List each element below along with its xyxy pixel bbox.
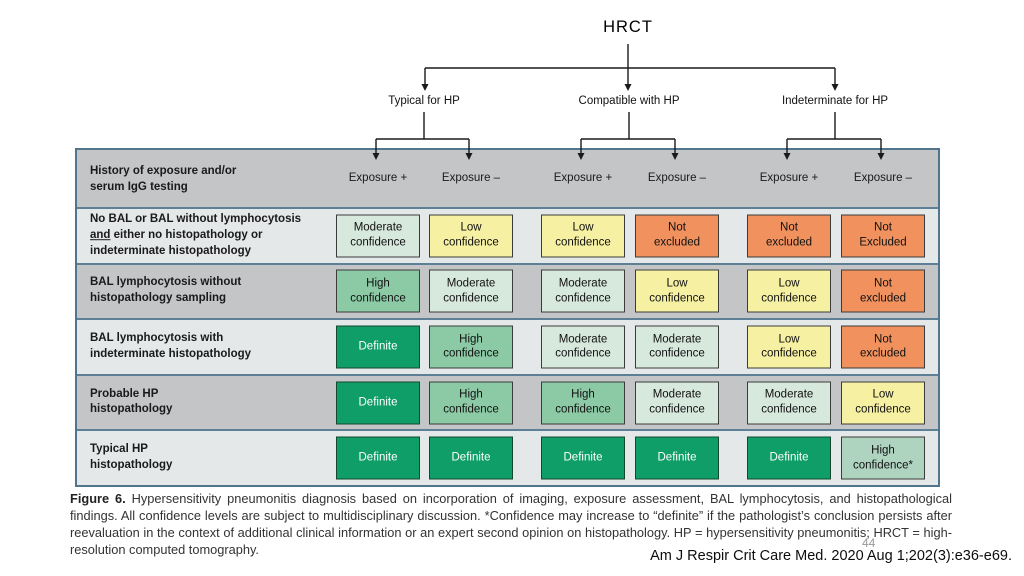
figure-caption-label: Figure 6. [70, 491, 126, 506]
confidence-cell: Definite [429, 436, 513, 480]
figure-caption-text: Hypersensitivity pneumonitis diagnosis b… [70, 491, 952, 558]
column-header-exposure: Exposure – [647, 172, 707, 184]
confidence-cell: Moderate confidence [635, 325, 719, 369]
row-label-underlined-and: and [90, 228, 111, 241]
confidence-cell: Not Excluded [841, 214, 925, 258]
confidence-cell: High confidence [541, 381, 625, 425]
row-label-line: indeterminate histopathology [90, 244, 252, 257]
table-header-row: History of exposure and/or serum IgG tes… [77, 150, 938, 207]
column-header-exposure: Exposure + [348, 172, 408, 184]
confidence-cell: High confidence* [841, 436, 925, 480]
confidence-cell: High confidence [429, 381, 513, 425]
page-number: 44 [862, 536, 876, 550]
row-label-line: No BAL or BAL without lymphocytosis [90, 213, 302, 226]
confidence-cell: Low confidence [635, 269, 719, 313]
column-header-exposure: Exposure – [853, 172, 913, 184]
table-row-no-bal: No BAL or BAL without lymphocytosis and e… [77, 207, 938, 263]
row-label: BAL lymphocytosis without histopathology… [90, 276, 242, 305]
confidence-cell: Moderate confidence [747, 381, 831, 425]
confidence-cell: Definite [336, 381, 420, 425]
confidence-cell: Definite [747, 436, 831, 480]
confidence-cell: High confidence [336, 269, 420, 313]
table-row-probable-hp: Probable HP histopathology Definite High… [77, 373, 938, 430]
confidence-cell: Definite [635, 436, 719, 480]
row-label: Typical HP histopathology [90, 443, 173, 472]
row-label-line: either no histopathology or [110, 228, 263, 241]
column-header-exposure: Exposure – [441, 172, 501, 184]
diagnosis-table: History of exposure and/or serum IgG tes… [75, 148, 940, 487]
confidence-cell: Definite [336, 325, 420, 369]
confidence-cell: Not excluded [635, 214, 719, 258]
branch-label-indeterminate: Indeterminate for HP [781, 95, 889, 107]
table-row-bal-indeterminate-histo: BAL lymphocytosis with indeterminate his… [77, 318, 938, 374]
corner-header: History of exposure and/or serum IgG tes… [90, 165, 237, 194]
hrct-title: HRCT [603, 18, 653, 36]
row-label: BAL lymphocytosis with indeterminate his… [90, 332, 252, 360]
confidence-cell: Definite [541, 436, 625, 480]
confidence-cell: Low confidence [747, 325, 831, 369]
confidence-cell: Moderate confidence [541, 325, 625, 369]
row-label: No BAL or BAL without lymphocytosis and e… [90, 212, 338, 260]
column-header-exposure: Exposure + [553, 172, 613, 184]
figure-caption: Figure 6. Hypersensitivity pneumonitis d… [70, 490, 952, 558]
confidence-cell: Low confidence [541, 214, 625, 258]
confidence-cell: Low confidence [429, 214, 513, 258]
confidence-cell: Moderate confidence [635, 381, 719, 425]
confidence-cell: Moderate confidence [541, 269, 625, 313]
column-header-exposure: Exposure + [759, 172, 819, 184]
confidence-cell: Low confidence [747, 269, 831, 313]
confidence-cell: Moderate confidence [336, 214, 420, 258]
confidence-cell: Not excluded [747, 214, 831, 258]
confidence-cell: Moderate confidence [429, 269, 513, 313]
journal-citation: Am J Respir Crit Care Med. 2020 Aug 1;20… [650, 548, 1012, 564]
confidence-cell: Not excluded [841, 269, 925, 313]
confidence-cell: Not excluded [841, 325, 925, 369]
confidence-cell: Definite [336, 436, 420, 480]
branch-label-typical: Typical for HP [388, 95, 460, 107]
branch-label-compatible: Compatible with HP [578, 95, 680, 107]
confidence-cell: Low confidence [841, 381, 925, 425]
table-row-bal-without-histo: BAL lymphocytosis without histopathology… [77, 262, 938, 319]
row-label: Probable HP histopathology [90, 387, 173, 416]
confidence-cell: High confidence [429, 325, 513, 369]
table-row-typical-hp: Typical HP histopathology Definite Defin… [77, 429, 938, 485]
